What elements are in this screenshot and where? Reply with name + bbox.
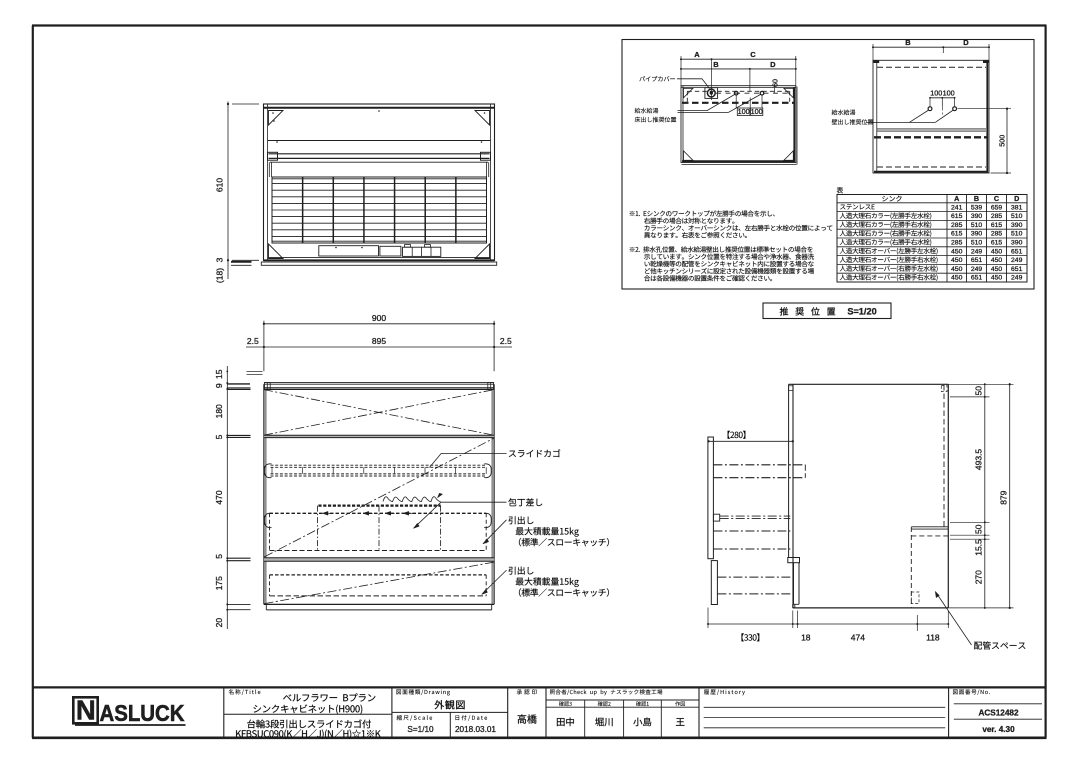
svg-text:390: 390 <box>971 213 983 220</box>
svg-text:510: 510 <box>971 240 983 247</box>
svg-text:285: 285 <box>991 231 1003 238</box>
svg-text:493.5: 493.5 <box>974 449 984 471</box>
svg-text:ACS12482: ACS12482 <box>978 709 1019 718</box>
svg-text:450: 450 <box>951 266 963 273</box>
svg-text:610: 610 <box>215 178 225 192</box>
svg-text:615: 615 <box>991 222 1003 229</box>
svg-text:474: 474 <box>851 633 865 643</box>
svg-text:60: 60 <box>771 79 780 87</box>
svg-text:A: A <box>954 194 959 203</box>
svg-text:450: 450 <box>991 257 1003 264</box>
svg-text:615: 615 <box>951 213 963 220</box>
svg-text:100: 100 <box>943 88 955 97</box>
svg-text:5: 5 <box>214 434 224 439</box>
svg-text:100: 100 <box>930 88 942 97</box>
svg-text:20: 20 <box>214 618 224 628</box>
svg-text:651: 651 <box>971 275 983 282</box>
svg-text:900: 900 <box>372 313 386 323</box>
svg-text:100: 100 <box>751 107 763 116</box>
svg-text:651: 651 <box>1011 248 1023 255</box>
svg-text:2.5: 2.5 <box>247 336 259 346</box>
svg-text:510: 510 <box>1011 213 1023 220</box>
svg-text:B: B <box>905 38 911 47</box>
svg-text:381: 381 <box>1011 204 1023 211</box>
svg-text:615: 615 <box>951 231 963 238</box>
svg-text:249: 249 <box>971 248 983 255</box>
svg-text:9: 9 <box>214 383 224 388</box>
svg-text:175: 175 <box>214 576 224 590</box>
svg-text:15: 15 <box>214 369 224 379</box>
svg-text:249: 249 <box>1011 257 1023 264</box>
svg-text:D: D <box>770 60 776 69</box>
svg-text:2.5: 2.5 <box>500 336 512 346</box>
svg-text:249: 249 <box>971 266 983 273</box>
svg-text:S=1/10: S=1/10 <box>407 725 434 734</box>
svg-text:450: 450 <box>951 248 963 255</box>
svg-text:450: 450 <box>991 275 1003 282</box>
svg-text:270: 270 <box>974 570 984 584</box>
svg-text:18: 18 <box>801 633 811 643</box>
svg-text:450: 450 <box>991 248 1003 255</box>
svg-text:2018.03.01: 2018.03.01 <box>455 725 496 734</box>
svg-text:50: 50 <box>974 386 984 396</box>
svg-text:390: 390 <box>1011 222 1023 229</box>
svg-text:15.5: 15.5 <box>974 539 984 556</box>
svg-text:D: D <box>1014 194 1019 203</box>
svg-text:(18): (18) <box>215 268 225 283</box>
svg-text:B: B <box>974 194 979 203</box>
svg-text:285: 285 <box>991 213 1003 220</box>
svg-text:510: 510 <box>1011 231 1023 238</box>
svg-text:450: 450 <box>951 257 963 264</box>
svg-text:390: 390 <box>971 231 983 238</box>
svg-text:249: 249 <box>1011 275 1023 282</box>
svg-text:895: 895 <box>372 336 386 346</box>
svg-text:879: 879 <box>998 490 1008 504</box>
svg-text:659: 659 <box>991 204 1003 211</box>
svg-text:510: 510 <box>971 222 983 229</box>
svg-text:450: 450 <box>991 266 1003 273</box>
svg-text:D: D <box>963 38 969 47</box>
svg-text:390: 390 <box>1011 240 1023 247</box>
svg-text:500: 500 <box>998 135 1007 147</box>
svg-text:C: C <box>750 50 756 59</box>
svg-text:180: 180 <box>214 404 224 418</box>
svg-text:470: 470 <box>214 490 224 504</box>
svg-text:651: 651 <box>971 257 983 264</box>
svg-text:651: 651 <box>1011 266 1023 273</box>
svg-text:A: A <box>694 50 700 59</box>
svg-text:B: B <box>713 60 719 69</box>
svg-text:241: 241 <box>951 204 963 211</box>
svg-text:3: 3 <box>215 257 225 262</box>
svg-text:539: 539 <box>971 204 983 211</box>
svg-text:50: 50 <box>974 524 984 534</box>
svg-text:450: 450 <box>951 275 963 282</box>
svg-text:C: C <box>994 194 999 203</box>
svg-text:285: 285 <box>951 240 963 247</box>
svg-text:615: 615 <box>991 240 1003 247</box>
svg-text:N: N <box>76 695 96 726</box>
svg-text:118: 118 <box>926 633 940 643</box>
svg-text:S=1/20: S=1/20 <box>847 307 876 317</box>
svg-text:285: 285 <box>951 222 963 229</box>
svg-text:100: 100 <box>738 107 750 116</box>
svg-text:ver. 4.30: ver. 4.30 <box>982 725 1015 734</box>
svg-text:ASLUCK: ASLUCK <box>100 700 185 726</box>
svg-text:5: 5 <box>214 554 224 559</box>
